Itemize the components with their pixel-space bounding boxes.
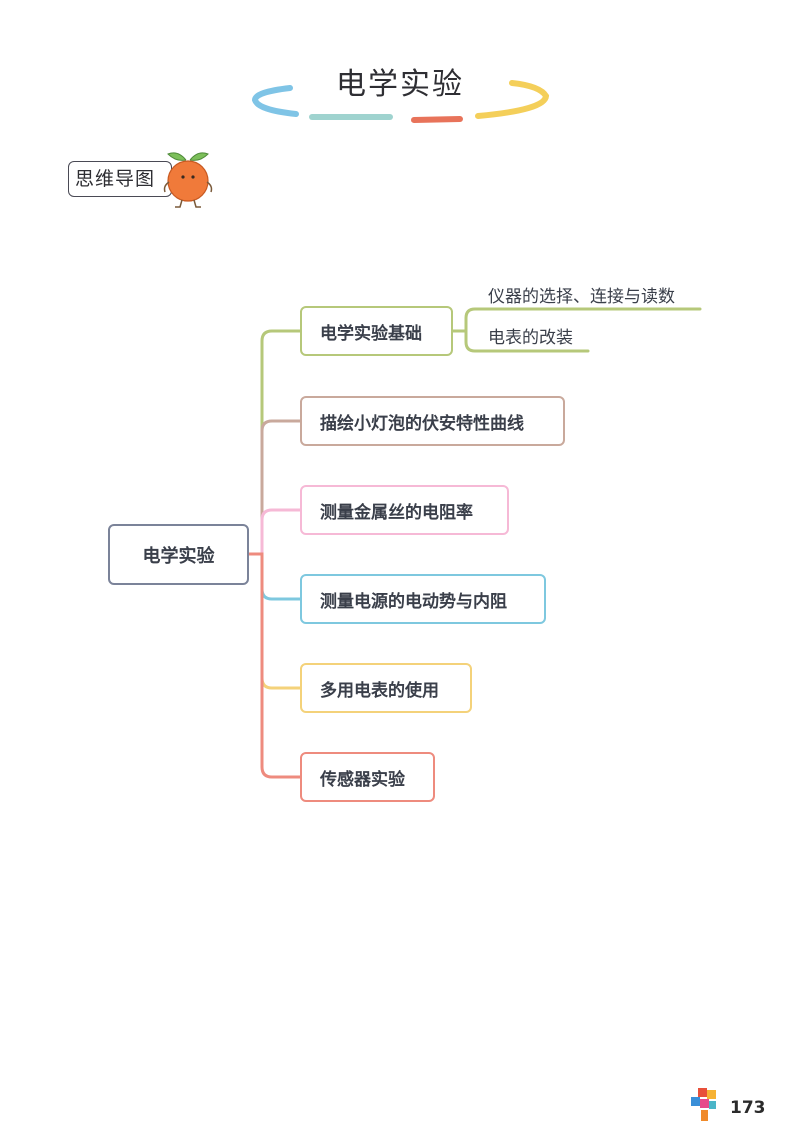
title-arc-left — [251, 85, 299, 117]
page-title: 电学实验 — [336, 67, 464, 102]
sub-connector-0 — [451, 307, 702, 333]
connector-3 — [247, 552, 302, 601]
connector-2 — [247, 508, 302, 556]
branch-sensor-experiment: 传感器实验 — [300, 752, 435, 802]
connector-1 — [247, 419, 302, 556]
sub-connector-1 — [464, 329, 590, 353]
connector-4 — [247, 552, 302, 690]
connector-0 — [247, 329, 302, 556]
branch-multimeter-use: 多用电表的使用 — [300, 663, 472, 713]
title-arc-right — [475, 80, 550, 119]
page-number: 173 — [730, 1098, 766, 1118]
title-dash-red — [411, 116, 463, 123]
publisher-logo-icon — [691, 1088, 716, 1121]
orange-mascot-icon — [163, 152, 213, 208]
sub-branch-instrument-selection: 仪器的选择、连接与读数 — [488, 287, 675, 307]
mind-map-tag-label: 思维导图 — [75, 168, 156, 190]
branch-electrical-basics: 电学实验基础 — [300, 306, 453, 356]
sub-branch-meter-modification: 电表的改装 — [488, 328, 573, 348]
branch-wire-resistivity: 测量金属丝的电阻率 — [300, 485, 509, 535]
connector-5 — [247, 552, 302, 779]
branch-emf-internal-resistance: 测量电源的电动势与内阻 — [300, 574, 546, 624]
mind-map-root: 电学实验 — [108, 524, 249, 585]
title-decoration — [251, 80, 550, 123]
branch-bulb-iv-curve: 描绘小灯泡的伏安特性曲线 — [300, 396, 565, 446]
